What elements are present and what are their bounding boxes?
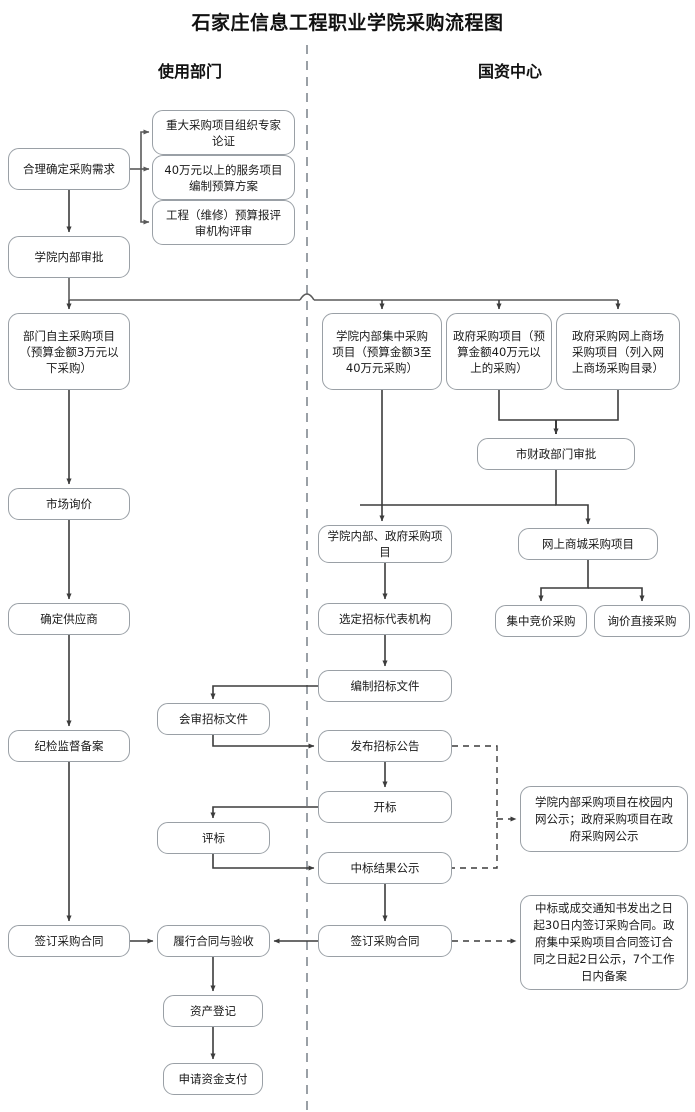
flow-node-n06[interactable]: 部门自主采购项目 （预算金额3万元以 下采购） — [8, 313, 130, 390]
flow-node-n19[interactable]: 会审招标文件 — [157, 703, 270, 735]
flow-node-n01[interactable]: 合理确定采购需求 — [8, 148, 130, 190]
flow-node-note2[interactable]: 中标或成交通知书发出之日 起30日内签订采购合同。政 府集中采购项目合同签订合 … — [520, 895, 688, 990]
flow-node-n17[interactable]: 询价直接采购 — [594, 605, 690, 637]
lane-label-asset: 国资中心 — [477, 62, 542, 81]
flow-node-n05[interactable]: 学院内部审批 — [8, 236, 130, 278]
page-title: 石家庄信息工程职业学院采购流程图 — [191, 12, 504, 34]
flow-node-n03[interactable]: 40万元以上的服务项目 编制预算方案 — [152, 155, 295, 200]
flow-node-n20[interactable]: 纪检监督备案 — [8, 730, 130, 762]
flow-node-n08[interactable]: 政府采购项目（预 算金额40万元以 上的采购） — [446, 313, 552, 390]
flow-node-n29[interactable]: 申请资金支付 — [163, 1063, 263, 1095]
flow-node-n23[interactable]: 评标 — [157, 822, 270, 854]
flow-node-n25[interactable]: 签订采购合同 — [8, 925, 130, 957]
lane-label-dept: 使用部门 — [157, 62, 222, 81]
flow-node-n24[interactable]: 中标结果公示 — [318, 852, 452, 884]
flow-node-note1[interactable]: 学院内部采购项目在校园内 网公示；政府采购项目在政 府采购网公示 — [520, 786, 688, 852]
flow-node-n07[interactable]: 学院内部集中采购 项目（预算金额3至 40万元采购） — [322, 313, 442, 390]
flow-node-n16[interactable]: 集中竞价采购 — [495, 605, 587, 637]
flow-node-n10[interactable]: 市财政部门审批 — [477, 438, 635, 470]
flow-node-n14[interactable]: 确定供应商 — [8, 603, 130, 635]
flow-node-n27[interactable]: 签订采购合同 — [318, 925, 452, 957]
flow-node-n09[interactable]: 政府采购网上商场 采购项目（列入网 上商场采购目录） — [556, 313, 680, 390]
flow-node-n12[interactable]: 学院内部、政府采购项 目 — [318, 525, 452, 563]
flow-node-n21[interactable]: 发布招标公告 — [318, 730, 452, 762]
flow-node-n04[interactable]: 工程（维修）预算报评 审机构评审 — [152, 200, 295, 245]
flow-node-n02[interactable]: 重大采购项目组织专家 论证 — [152, 110, 295, 155]
flow-node-n26[interactable]: 履行合同与验收 — [157, 925, 270, 957]
flow-node-n11[interactable]: 市场询价 — [8, 488, 130, 520]
flow-node-n15[interactable]: 选定招标代表机构 — [318, 603, 452, 635]
flow-node-n28[interactable]: 资产登记 — [163, 995, 263, 1027]
flow-node-n22[interactable]: 开标 — [318, 791, 452, 823]
flow-node-n18[interactable]: 编制招标文件 — [318, 670, 452, 702]
flow-node-n13[interactable]: 网上商城采购项目 — [518, 528, 658, 560]
